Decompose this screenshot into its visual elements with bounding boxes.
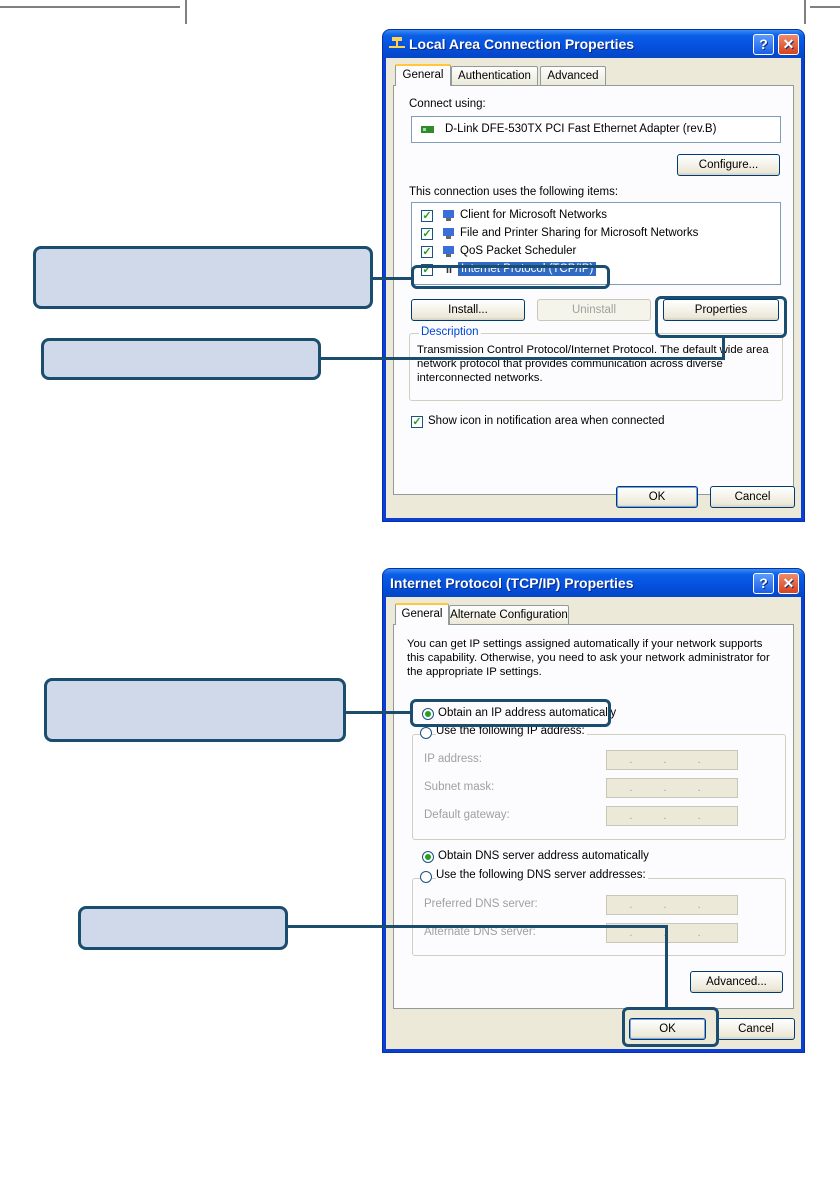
item-checkbox[interactable]: ✓ (421, 228, 433, 240)
show-icon-label: Show icon in notification area when conn… (428, 415, 665, 427)
connect-using-label: Connect using: (409, 98, 486, 110)
preferred-dns-label: Preferred DNS server: (424, 898, 538, 910)
cancel-button[interactable]: Cancel (710, 486, 795, 508)
properties-button[interactable]: Properties (663, 299, 779, 321)
use-ip-radio[interactable] (420, 727, 432, 739)
list-item-selected[interactable]: ✓ Internet Protocol (TCP/IP) (412, 261, 780, 279)
install-button[interactable]: Install... (411, 299, 525, 321)
callout-box-tcpip-item (33, 246, 373, 309)
use-dns-label: Use the following DNS server addresses: (436, 869, 648, 881)
ip-address-field[interactable]: . . . (606, 750, 738, 770)
qos-scheduler-icon (443, 246, 454, 257)
general-tab-panel: Connect using: D-Link DFE-530TX PCI Fast… (393, 85, 794, 495)
adapter-field: D-Link DFE-530TX PCI Fast Ethernet Adapt… (411, 116, 781, 143)
items-label: This connection uses the following items… (409, 186, 619, 198)
item-label: Internet Protocol (TCP/IP) (458, 262, 597, 276)
protocol-icon (442, 266, 454, 273)
callout-box-obtain-ip (44, 678, 346, 742)
use-dns-radio[interactable] (420, 871, 432, 883)
tab-authentication[interactable]: Authentication (451, 66, 538, 85)
help-button[interactable]: ? (753, 34, 774, 55)
default-gateway-field[interactable]: . . . (606, 806, 738, 826)
subnet-mask-label: Subnet mask: (424, 781, 495, 793)
item-checkbox[interactable]: ✓ (421, 246, 433, 258)
connector-line (288, 925, 668, 928)
adapter-name: D-Link DFE-530TX PCI Fast Ethernet Adapt… (445, 123, 717, 135)
connector-line (722, 337, 725, 360)
connector-line (346, 711, 411, 714)
obtain-ip-label: Obtain an IP address automatically (438, 707, 617, 719)
help-button[interactable]: ? (753, 573, 774, 594)
list-item[interactable]: ✓ QoS Packet Scheduler (412, 243, 780, 261)
obtain-ip-radio[interactable] (422, 708, 434, 720)
items-list[interactable]: ✓ Client for Microsoft Networks ✓ File a… (411, 202, 781, 285)
description-group (409, 333, 783, 401)
tcpip-properties-dialog: Internet Protocol (TCP/IP) Properties ? … (383, 569, 804, 1052)
advanced-button[interactable]: Advanced... (690, 971, 783, 993)
file-printer-sharing-icon (443, 228, 454, 239)
close-button[interactable]: ✕ (778, 573, 799, 594)
corner-registration-lines (0, 0, 840, 24)
preferred-dns-field[interactable]: . . . (606, 895, 738, 915)
tab-alternate-configuration[interactable]: Alternate Configuration (449, 605, 569, 624)
network-client-icon (443, 210, 454, 221)
uninstall-button[interactable]: Uninstall (537, 299, 651, 321)
dialog-titlebar[interactable]: Internet Protocol (TCP/IP) Properties ? … (383, 569, 804, 597)
description-label: Description (419, 326, 481, 338)
show-icon-checkbox[interactable]: ✓ (411, 416, 423, 428)
cancel-button[interactable]: Cancel (717, 1018, 795, 1040)
dialog-title: Local Area Connection Properties (409, 36, 635, 52)
tab-general[interactable]: General (395, 64, 451, 86)
dns-group (412, 878, 786, 956)
network-adapter-icon (421, 126, 434, 133)
callout-box-ok (78, 906, 288, 950)
subnet-mask-field[interactable]: . . . (606, 778, 738, 798)
ip-address-label: IP address: (424, 753, 482, 765)
local-area-connection-properties-dialog: Local Area Connection Properties ? ✕ Gen… (383, 30, 804, 521)
dialog-body: General Authentication Advanced Connect … (386, 58, 801, 518)
obtain-dns-radio[interactable] (422, 851, 434, 863)
item-label: QoS Packet Scheduler (460, 245, 577, 257)
alternate-dns-label: Alternate DNS server: (424, 926, 536, 938)
description-text: Transmission Control Protocol/Internet P… (417, 344, 769, 384)
tab-general[interactable]: General (395, 603, 449, 625)
static-ip-group (412, 734, 786, 840)
ok-button[interactable]: OK (629, 1018, 706, 1040)
ok-button[interactable]: OK (616, 486, 698, 508)
general-tab-panel: You can get IP settings assigned automat… (393, 624, 794, 1009)
list-item[interactable]: ✓ Client for Microsoft Networks (412, 207, 780, 225)
item-label: Client for Microsoft Networks (460, 209, 607, 221)
network-connection-icon (389, 37, 405, 48)
dialog-body: General Alternate Configuration You can … (386, 597, 801, 1049)
obtain-dns-label: Obtain DNS server address automatically (438, 850, 649, 862)
dialog-title: Internet Protocol (TCP/IP) Properties (390, 575, 634, 591)
default-gateway-label: Default gateway: (424, 809, 510, 821)
alternate-dns-field[interactable]: . . . (606, 923, 738, 943)
item-checkbox[interactable]: ✓ (421, 264, 433, 276)
tab-advanced[interactable]: Advanced (540, 66, 606, 85)
item-checkbox[interactable]: ✓ (421, 210, 433, 222)
connector-line (373, 277, 412, 280)
dialog-titlebar[interactable]: Local Area Connection Properties ? ✕ (383, 30, 804, 58)
intro-text: You can get IP settings assigned automat… (407, 638, 770, 678)
connector-line (321, 357, 725, 360)
close-button[interactable]: ✕ (778, 34, 799, 55)
connector-line (665, 925, 668, 1008)
callout-box-properties (41, 338, 321, 380)
use-ip-label: Use the following IP address: (436, 725, 587, 737)
configure-button[interactable]: Configure... (677, 154, 780, 176)
item-label: File and Printer Sharing for Microsoft N… (460, 227, 699, 239)
list-item[interactable]: ✓ File and Printer Sharing for Microsoft… (412, 225, 780, 243)
